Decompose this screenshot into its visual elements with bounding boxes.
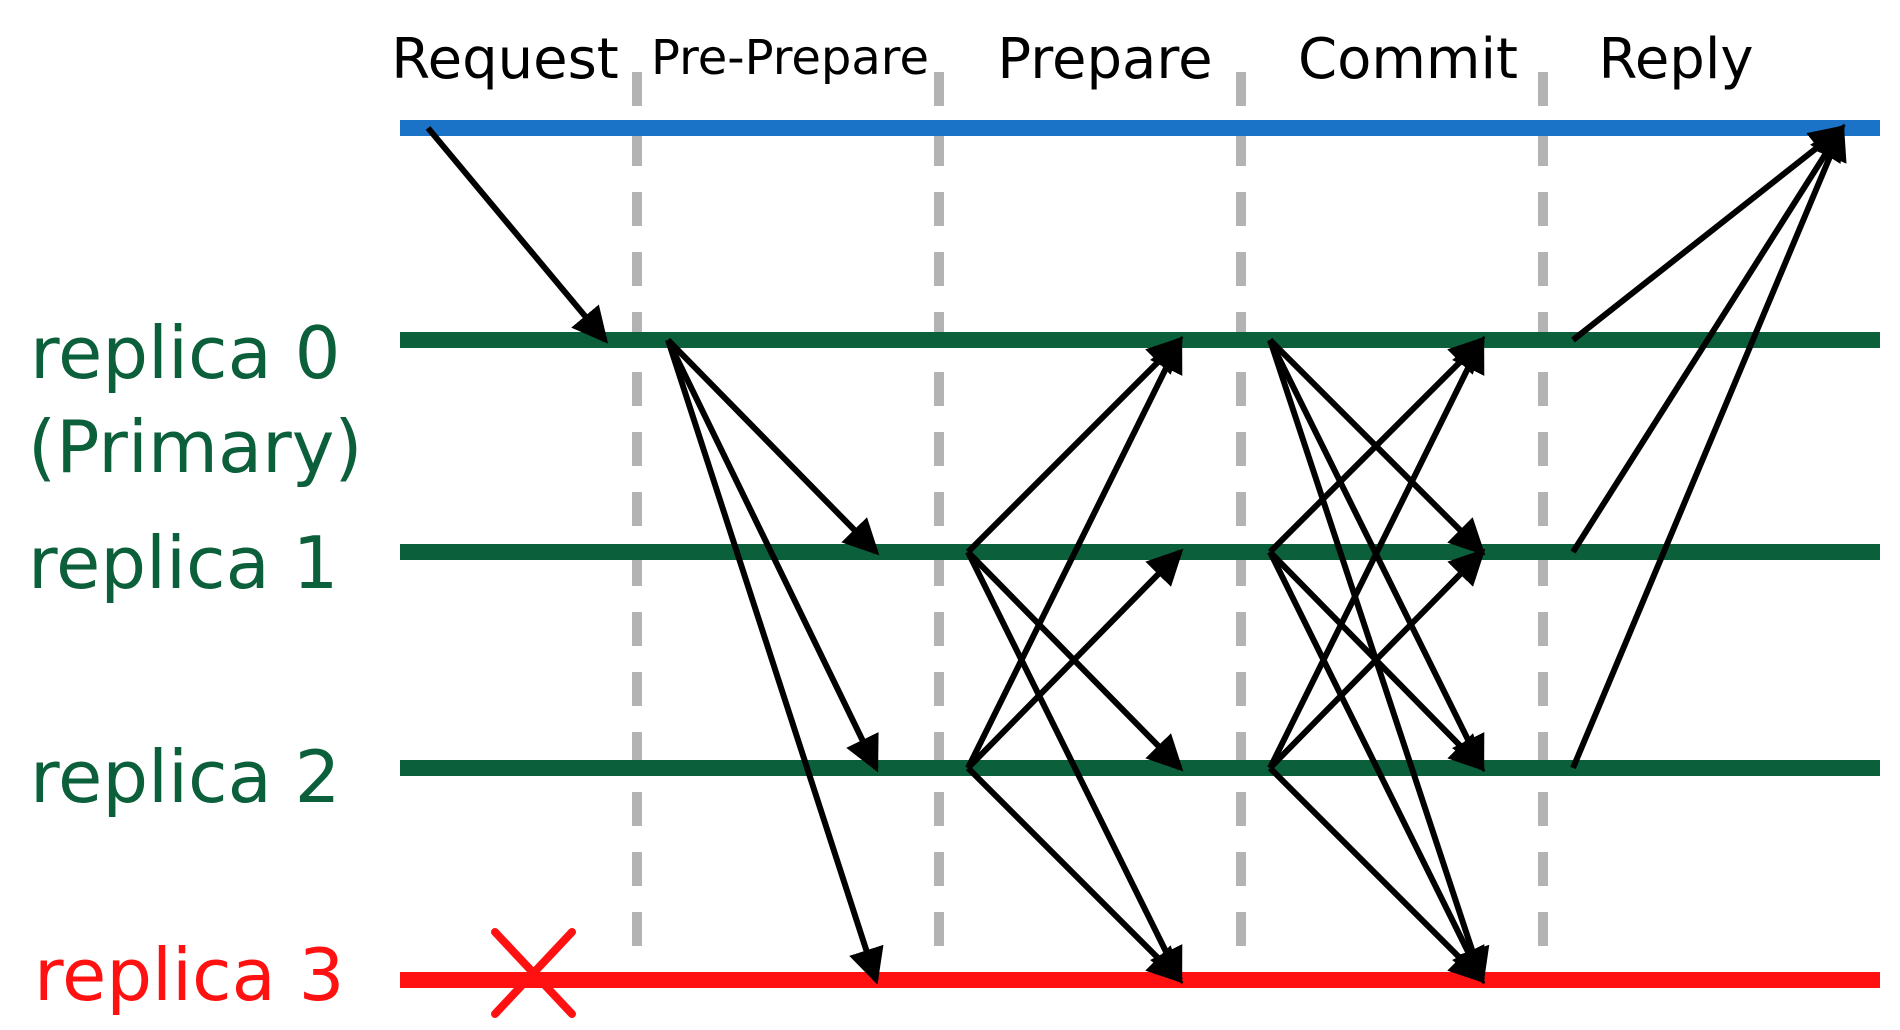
prepare-arrow-replica-2-to-replica-1 — [965, 548, 1184, 771]
replica-0-label: replica 0 — [30, 311, 340, 395]
pre-prepare-arrow-replica-0-to-replica-3 — [665, 339, 884, 985]
phase-label-commit: Commit — [1298, 27, 1518, 92]
timelines — [400, 120, 1880, 988]
commit-arrow-replica-2-to-replica-0 — [1267, 335, 1485, 770]
commit-arrow-replica-1-to-replica-3 — [1267, 550, 1485, 985]
phase-label-prepare: Prepare — [997, 27, 1212, 92]
phase-label-pre-prepare: Pre-Prepare — [651, 30, 929, 86]
reply-arrow-replica-0-to-client — [1571, 125, 1846, 343]
pre-prepare-arrow-replica-0-to-replica-1 — [665, 337, 880, 556]
prepare-arrow-replica-2-to-replica-0 — [965, 335, 1183, 770]
phase-dividers — [632, 72, 1548, 948]
commit-arrow-replica-2-to-replica-1 — [1267, 548, 1486, 771]
pre-prepare-arrow-replica-0-to-replica-2 — [665, 338, 879, 773]
prepare-arrow-replica-2-to-replica-3 — [965, 765, 1184, 984]
message-arrows — [425, 123, 1847, 985]
replica-1-label: replica 1 — [28, 521, 338, 605]
replica-3-label: replica 3 — [34, 933, 344, 1017]
commit-arrow-replica-2-to-replica-3 — [1267, 765, 1486, 984]
prepare-arrow-replica-1-to-replica-0 — [965, 336, 1184, 555]
request-arrow-client-to-replica-0 — [425, 126, 609, 344]
commit-arrow-replica-1-to-replica-0 — [1267, 336, 1486, 555]
replica-0-sublabel: (Primary) — [28, 405, 362, 489]
reply-arrow-replica-1-to-client — [1570, 123, 1845, 554]
reply-arrow-replica-2-to-client — [1570, 123, 1847, 770]
phase-label-request: Request — [391, 27, 618, 92]
phase-label-reply: Reply — [1598, 27, 1753, 92]
prepare-arrow-replica-1-to-replica-3 — [965, 550, 1183, 985]
replica-2-label: replica 2 — [30, 735, 340, 819]
replica-3-failure-x-icon — [491, 928, 576, 1018]
